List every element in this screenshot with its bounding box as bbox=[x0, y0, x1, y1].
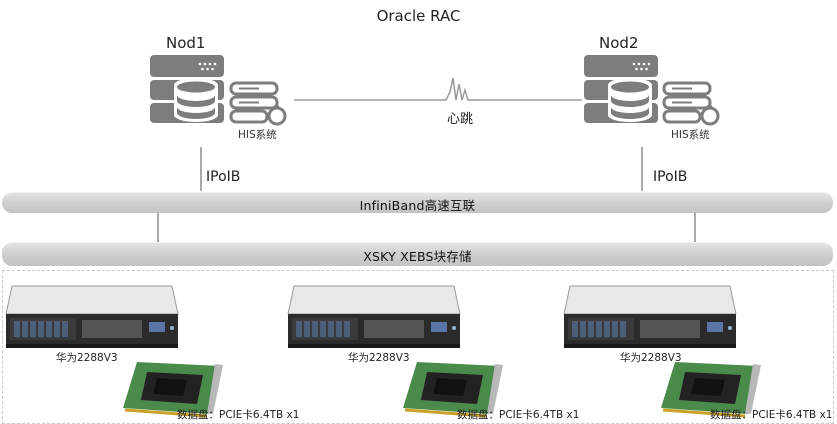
node1-name: Nod1 bbox=[166, 34, 206, 52]
database-server-icon bbox=[584, 55, 658, 123]
diagram-title: Oracle RAC bbox=[376, 7, 461, 25]
database-server-icon bbox=[150, 55, 224, 123]
rack-server-image bbox=[563, 285, 737, 348]
his-system-icon bbox=[229, 81, 287, 126]
his-system-icon bbox=[662, 81, 720, 126]
node2-ipoib-label: IPoIB bbox=[653, 169, 688, 185]
pcie-card-image bbox=[123, 362, 223, 418]
rack-server-image bbox=[5, 285, 179, 348]
pcie-card-image bbox=[661, 362, 761, 418]
node1-app-label: HIS系统 bbox=[238, 129, 277, 141]
server2-name: 华为2288V3 bbox=[348, 352, 410, 364]
storage-label: XSKY XEBS块存储 bbox=[363, 249, 472, 264]
server2-disk: 数据盘：PCIE卡6.4TB x1 bbox=[457, 409, 580, 421]
infiniband-label: InfiniBand高速互联 bbox=[359, 198, 476, 213]
xsky-storage-bar bbox=[2, 242, 833, 266]
infiniband-interconnect-bar bbox=[2, 192, 833, 213]
pcie-card-image bbox=[403, 362, 503, 418]
node2-name: Nod2 bbox=[599, 34, 639, 52]
server1-disk: 数据盘：PCIE卡6.4TB x1 bbox=[177, 409, 300, 421]
server1-name: 华为2288V3 bbox=[56, 352, 118, 364]
node1-link-line bbox=[200, 147, 202, 191]
server3-name: 华为2288V3 bbox=[620, 352, 682, 364]
node2-link-line bbox=[641, 147, 643, 191]
node2-app-label: HIS系统 bbox=[671, 129, 710, 141]
server3-disk: 数据盘：PCIE卡6.4TB x1 bbox=[710, 409, 833, 421]
node1-ipoib-label: IPoIB bbox=[206, 169, 241, 185]
rack-server-image bbox=[287, 285, 461, 348]
interconnect-storage-line bbox=[694, 213, 696, 242]
heartbeat-pulse-icon bbox=[438, 77, 482, 103]
heartbeat-label: 心跳 bbox=[447, 112, 474, 127]
interconnect-storage-line bbox=[157, 213, 159, 242]
